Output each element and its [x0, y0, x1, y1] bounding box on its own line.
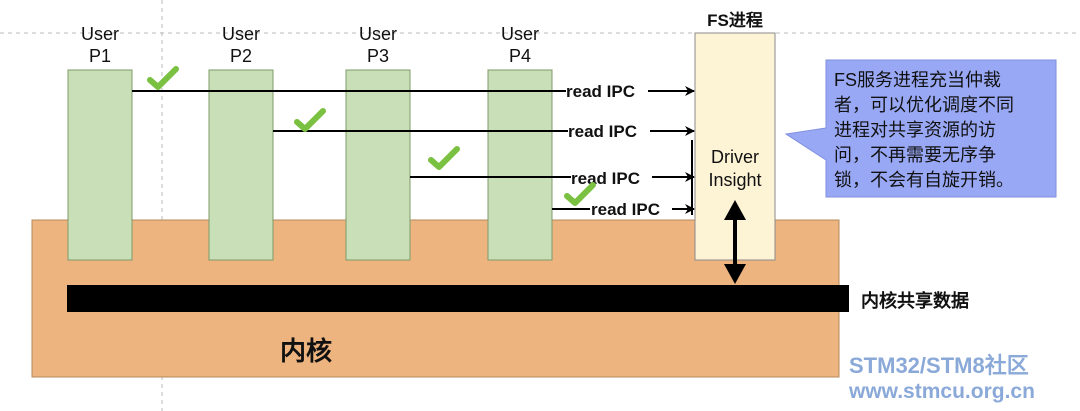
check-icon [147, 66, 179, 90]
user-p1-label-line1: User [81, 24, 119, 44]
check-icon [294, 108, 326, 132]
kernel-label: 内核 [280, 336, 332, 366]
ipc-label-p1: read IPC [566, 82, 635, 101]
callout-line-4: 问，不再需要无序争 [834, 145, 996, 165]
callout-line-3: 进程对共享资源的访 [834, 120, 996, 140]
kernel-shared-data-bar [67, 285, 849, 312]
double-arrow-icon [724, 200, 746, 284]
callout-line-2: 者，可以优化调度不同 [834, 95, 1014, 115]
fs-process-title: FS进程 [707, 11, 763, 30]
user-p3-label-line2: P3 [367, 46, 389, 66]
ipc-label-p4: read IPC [591, 200, 660, 219]
check-icon [428, 146, 460, 170]
watermark-line-1: STM32/STM8社区 [849, 353, 1029, 378]
kernel-shared-data-label: 内核共享数据 [861, 290, 969, 311]
ipc-label-p3: read IPC [571, 169, 640, 188]
driver-insight-line2: Insight [708, 170, 761, 190]
user-p4-label-line2: P4 [509, 46, 531, 66]
watermark-line-2: www.stmcu.org.cn [848, 380, 1035, 403]
user-box-p3 [345, 69, 411, 261]
callout-line-1: FS服务进程充当仲裁 [834, 70, 1001, 90]
callout-line-5: 锁，不会有自旋开销。 [834, 170, 1014, 190]
callout-box [784, 59, 1057, 198]
ipc-label-p2: read IPC [568, 122, 637, 141]
user-p3-label-line1: User [359, 24, 397, 44]
user-p4-label-line1: User [501, 24, 539, 44]
check-icon [564, 182, 596, 206]
user-box-p2 [208, 69, 274, 261]
user-p2-label-line1: User [222, 24, 260, 44]
user-p1-label-line2: P1 [89, 46, 111, 66]
driver-insight-line1: Driver [711, 147, 759, 167]
user-box-p1 [67, 69, 133, 261]
user-box-p4 [487, 69, 553, 261]
user-p2-label-line2: P2 [230, 46, 252, 66]
